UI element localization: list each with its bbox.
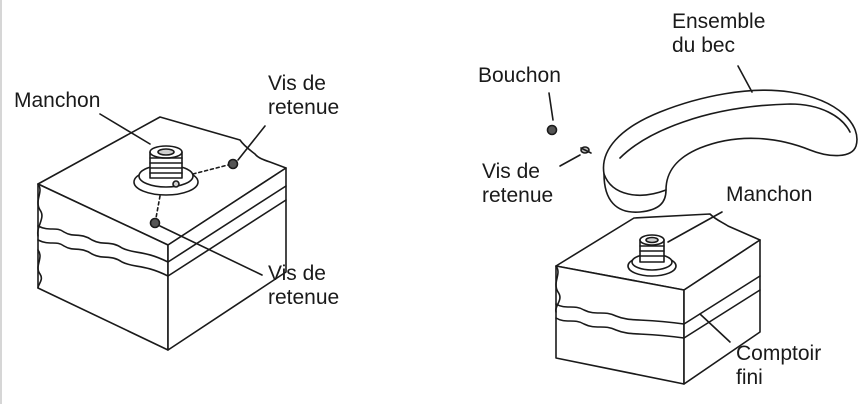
label-plug: Bouchon	[478, 64, 561, 87]
image-left-border	[0, 0, 2, 404]
label-finished-countertop: Comptoir fini	[736, 342, 822, 389]
left-retaining-screws	[149, 158, 239, 229]
label-right-screw: Vis de retenue	[482, 160, 554, 207]
right-leader-lines	[667, 65, 753, 343]
label-left-screw-top: Vis de retenue	[268, 72, 340, 119]
left-leader-lines	[99, 113, 266, 276]
right-sleeve	[627, 234, 677, 277]
spout-assembly	[602, 89, 858, 213]
label-spout-assembly: Ensemble du bec	[672, 10, 766, 57]
label-right-sleeve: Manchon	[726, 183, 813, 206]
label-left-sleeve: Manchon	[14, 89, 101, 112]
left-sleeve	[133, 145, 199, 196]
right-plug-and-screw	[546, 92, 592, 167]
label-left-screw-bottom: Vis de retenue	[268, 262, 340, 309]
